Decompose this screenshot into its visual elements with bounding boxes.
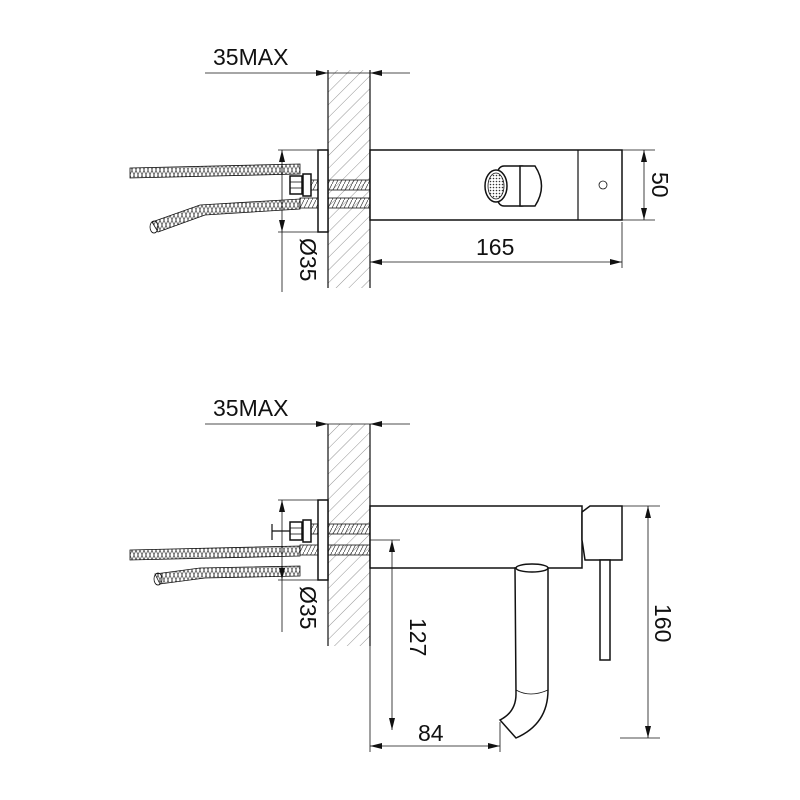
indicator-dot-icon [598, 180, 608, 190]
hose-lower-front [154, 565, 301, 585]
dimension-body-height-top: 50 [622, 149, 673, 221]
dim-spout-reach-label: 84 [418, 720, 444, 746]
flange-top [317, 149, 329, 233]
spout [498, 567, 549, 739]
wall-section-front [328, 424, 370, 646]
wall-section-top [328, 70, 370, 288]
dimension-wall-max-front: 35MAX [205, 395, 410, 427]
front-view: 35MAX Ø35 [129, 395, 676, 752]
dim-wall-max-top-label: 35MAX [213, 44, 288, 70]
top-view: 35MAX Ø35 [129, 44, 673, 292]
faucet-body-front [369, 505, 583, 569]
flange-front [317, 499, 329, 581]
aerator-mesh-icon [487, 172, 505, 200]
dimension-wall-max-top: 35MAX [205, 44, 410, 76]
dim-flange-diameter-front-label: Ø35 [295, 586, 321, 629]
nut-upper [289, 175, 303, 195]
dim-total-height-label: 160 [650, 604, 676, 642]
dim-wall-max-front-label: 35MAX [213, 395, 288, 421]
lever-handle [581, 505, 623, 561]
hose-upper-top [129, 163, 301, 179]
dimension-body-length-top: 165 [369, 220, 623, 268]
hose-lower-top [149, 198, 301, 234]
dim-flange-diameter-top-label: Ø35 [295, 238, 321, 281]
dimension-flange-diameter-top: Ø35 [278, 149, 321, 292]
hose-upper-front [129, 545, 301, 561]
dimension-total-height: 160 [620, 505, 676, 739]
dim-body-height-top-label: 50 [647, 172, 673, 198]
dimension-spout-height: 127 [370, 539, 431, 730]
dim-body-length-top-label: 165 [476, 234, 514, 260]
dimension-flange-diameter-front: Ø35 [278, 499, 321, 632]
dim-spout-height-label: 127 [405, 618, 431, 656]
dimension-spout-reach: 84 [369, 646, 501, 752]
lever-stem [599, 559, 611, 661]
threaded-rod-lower [299, 197, 371, 209]
